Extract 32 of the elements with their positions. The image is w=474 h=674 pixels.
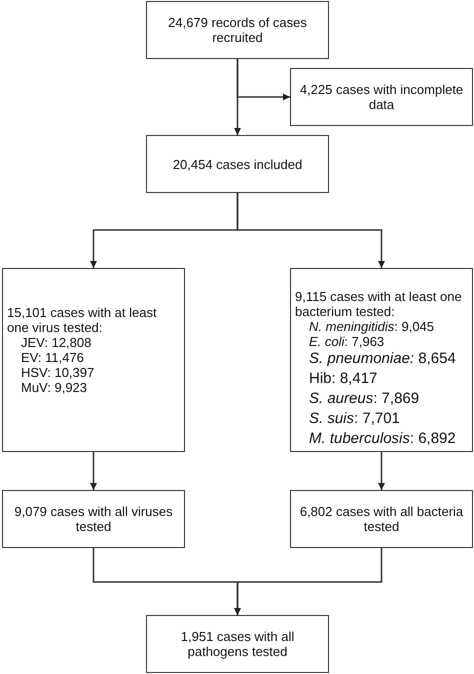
list-item: S. suis: 7,701 [308, 409, 400, 429]
list-item: M. tuberculosis: 6,892 [308, 429, 456, 449]
list-item: MuV: 9,923 [20, 380, 88, 395]
process-box [146, 1, 329, 59]
process-box [146, 135, 329, 193]
box-text: 9,115 cases with at least one bacterium tested: [295, 289, 463, 319]
list-item: EV: 11,476 [20, 350, 84, 365]
process-box [290, 268, 473, 452]
arrow [234, 548, 382, 615]
arrow [236, 193, 385, 268]
box-text: 9,079 cases with all viruses tested [13, 504, 174, 534]
box-text: 4,225 cases with incomplete data [298, 82, 464, 112]
process-box [146, 615, 329, 673]
arrow [90, 452, 97, 490]
process-box [2, 268, 185, 452]
list-item: N. meningitidis: 9,045 [308, 319, 434, 334]
box-text: 24,679 records of cases recruited [167, 15, 308, 45]
list-item: S. pneumoniae: 8,654 [308, 349, 456, 369]
list-item: HSV: 10,397 [20, 365, 94, 380]
process-box [290, 68, 473, 126]
process-box [290, 490, 473, 548]
list-item: Hib: 8,417 [308, 369, 378, 389]
box-text: 15,101 cases with at least one virus tested: [7, 305, 158, 335]
arrow [236, 59, 290, 100]
box-text: 6,802 cases with all bacteria tested [298, 504, 464, 534]
process-box [2, 490, 185, 548]
list-item: JEV: 12,808 [20, 335, 92, 350]
list-item: S. aureus: 7,869 [308, 389, 420, 409]
box-text: 1,951 cases with all pathogens tested [180, 629, 296, 659]
list-item: E. coli: 7,963 [308, 334, 384, 349]
arrow [378, 452, 385, 490]
box-text: 20,454 cases included [172, 156, 302, 172]
